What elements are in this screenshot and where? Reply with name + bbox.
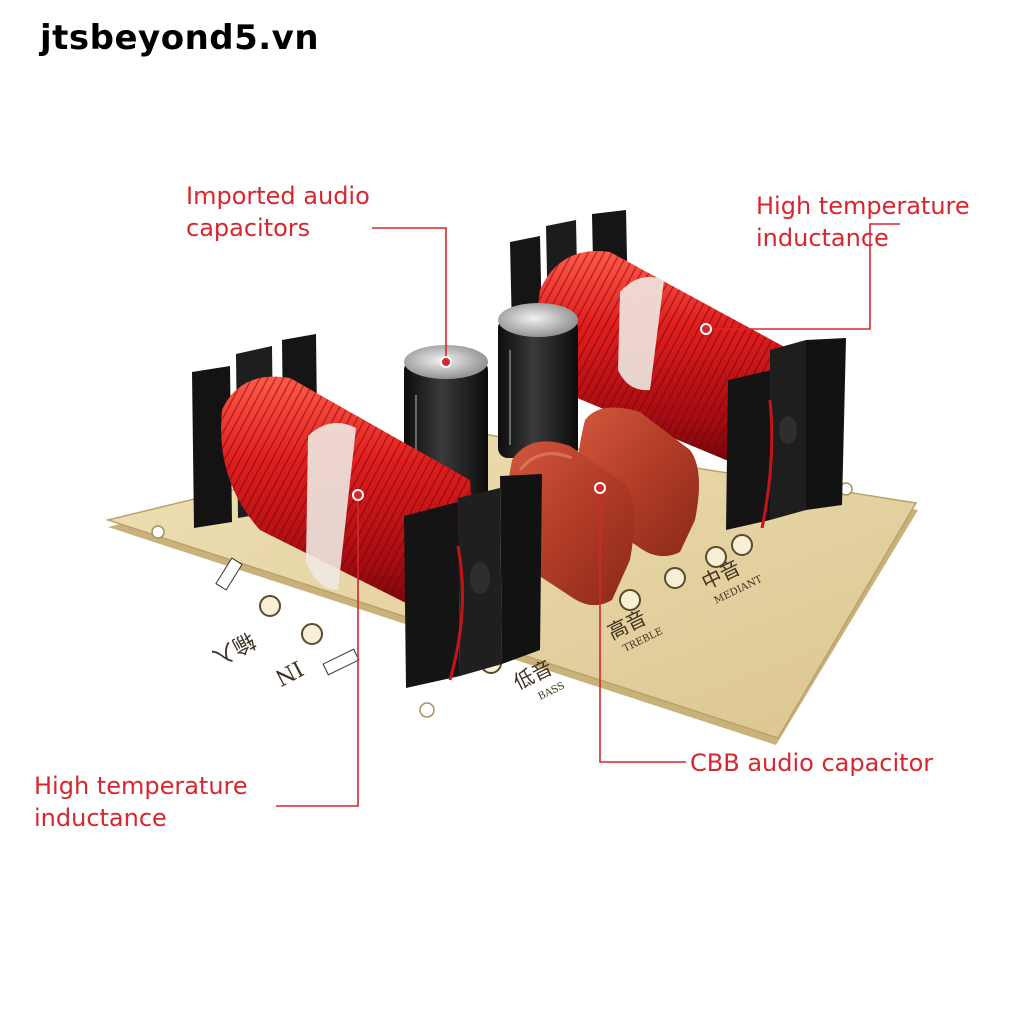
- callout-cbb-audio-capacitor: CBB audio capacitor: [690, 747, 933, 779]
- callout-high-temperature-inductance-left: High temperature inductance: [34, 770, 248, 834]
- callout-high-temperature-inductance-right: High temperature inductance: [756, 190, 970, 254]
- inductor-right: [510, 210, 846, 530]
- electrolytic-capacitor-back: [498, 303, 578, 458]
- callout-dots: [352, 323, 712, 501]
- callout-line-2: inductance: [34, 804, 167, 832]
- callout-line-1: CBB audio capacitor: [690, 749, 934, 777]
- callout-line-1: High temperature: [756, 192, 970, 220]
- callout-line-1: Imported audio: [186, 182, 370, 210]
- callout-line-2: capacitors: [186, 214, 311, 242]
- callout-lines: [276, 223, 900, 807]
- callout-line-1: High temperature: [34, 772, 248, 800]
- callout-line-2: inductance: [756, 224, 889, 252]
- board-label-input-en: IN: [271, 655, 307, 690]
- board-label-input-cn: 输入: [208, 627, 259, 670]
- watermark-text: jtsbeyond5.vn: [40, 18, 320, 58]
- callout-imported-audio-capacitors: Imported audio capacitors: [186, 180, 370, 244]
- inductor-left: [192, 334, 542, 688]
